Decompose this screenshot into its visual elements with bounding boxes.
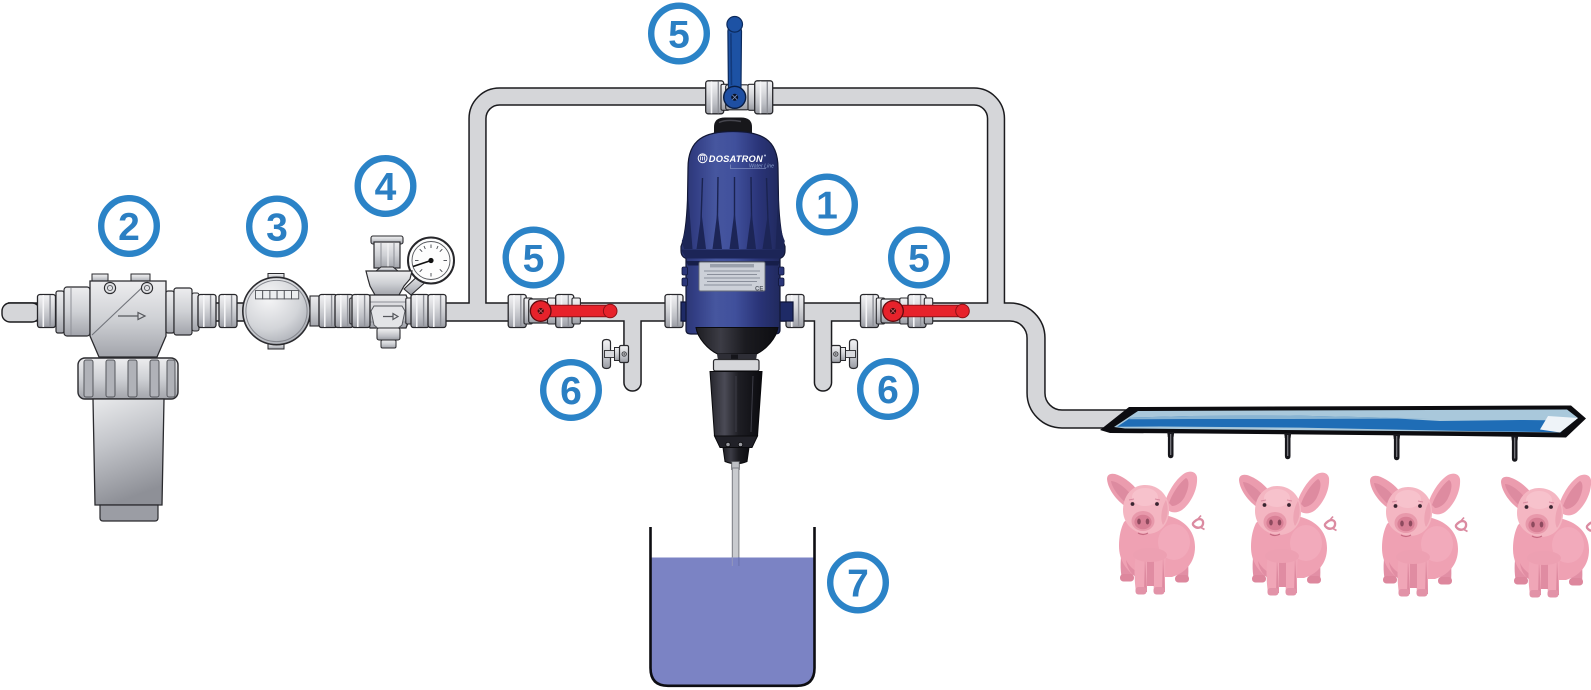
svg-text:2: 2 [118,206,140,249]
svg-text:CE: CE [755,287,763,293]
svg-text:5: 5 [668,14,690,57]
svg-text:3: 3 [266,207,288,250]
svg-text:5: 5 [523,238,545,281]
svg-text:DOSATRON: DOSATRON [709,154,763,164]
svg-text:7: 7 [847,563,869,606]
svg-text:6: 6 [560,370,582,413]
svg-text:5: 5 [908,238,930,281]
svg-text:4: 4 [375,166,397,209]
svg-text:1: 1 [816,185,838,228]
svg-text:6: 6 [877,369,899,412]
svg-text:Water Line: Water Line [749,164,774,170]
